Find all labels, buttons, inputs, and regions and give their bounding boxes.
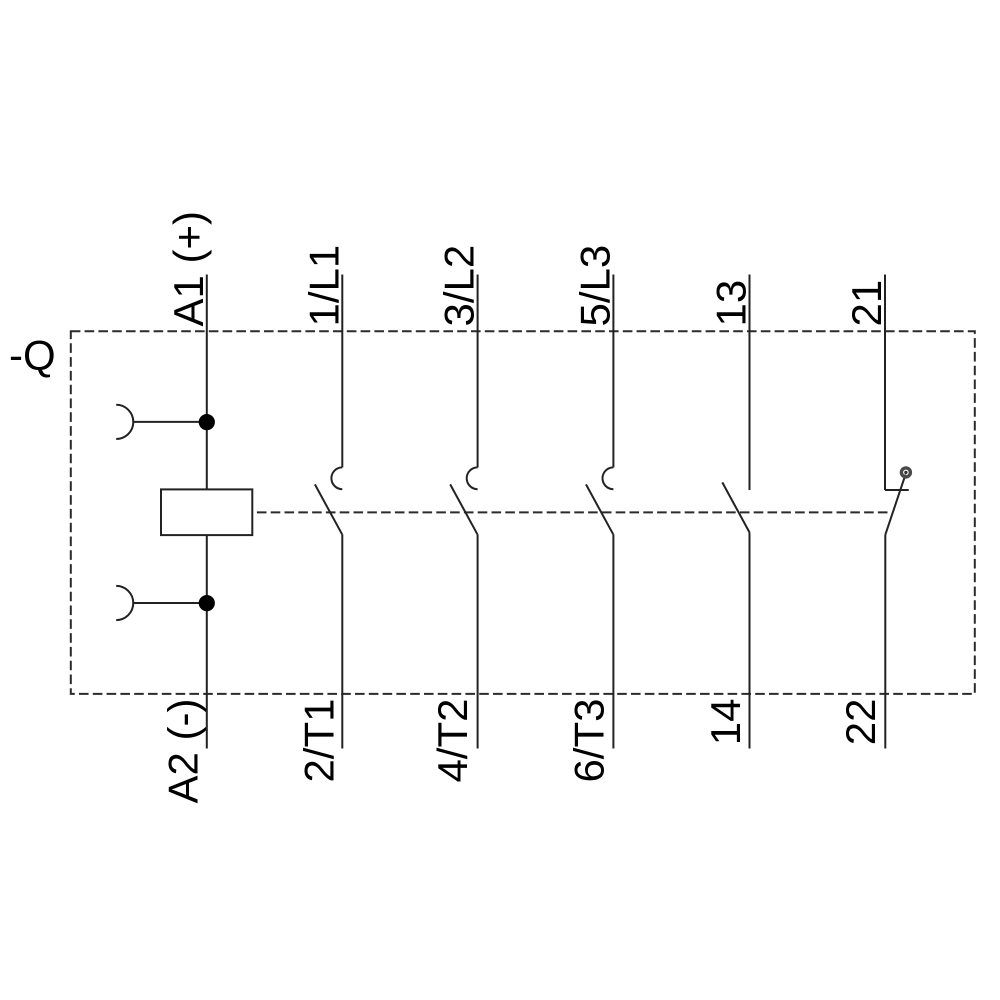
svg-text:13: 13 xyxy=(708,280,755,327)
svg-text:14: 14 xyxy=(702,699,749,746)
svg-text:-Q: -Q xyxy=(9,332,56,379)
svg-text:5/L3: 5/L3 xyxy=(571,245,618,327)
svg-text:1/L1: 1/L1 xyxy=(300,245,347,327)
svg-text:4/T2: 4/T2 xyxy=(429,699,476,783)
svg-text:22: 22 xyxy=(837,699,884,746)
svg-text:2/T1: 2/T1 xyxy=(296,699,343,783)
svg-text:A2 (-): A2 (-) xyxy=(159,699,206,804)
svg-text:6/T3: 6/T3 xyxy=(566,699,613,783)
svg-text:21: 21 xyxy=(843,280,890,327)
svg-text:A1 (+): A1 (+) xyxy=(165,211,212,327)
svg-text:3/L2: 3/L2 xyxy=(436,245,483,327)
